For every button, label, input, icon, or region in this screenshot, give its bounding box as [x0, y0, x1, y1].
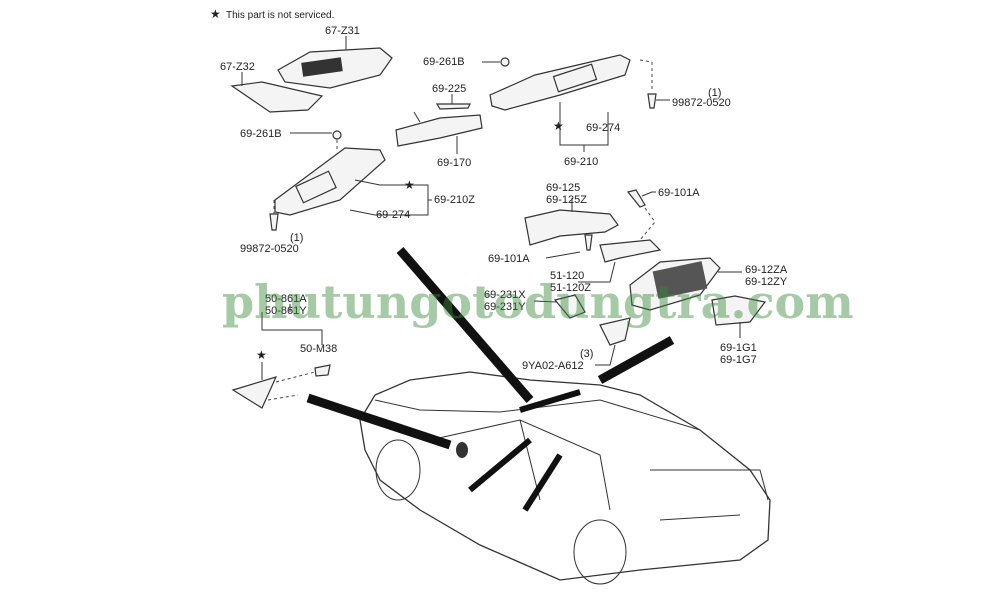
- label-69-12zy: 69-12ZY: [745, 276, 788, 288]
- label-69-261b-top: 69-261B: [423, 56, 465, 68]
- label-50-861y: 50-861Y: [265, 305, 307, 317]
- label-50-m38: 50-M38: [300, 343, 337, 355]
- label-69-210: 69-210: [564, 156, 598, 168]
- star-icon: ★: [553, 119, 564, 133]
- console-lamp-part: [230, 81, 324, 113]
- label-9ya02-a612: 9YA02-A612: [522, 360, 584, 372]
- label-99872-0520-left: 99872-0520: [240, 243, 299, 255]
- star-icon: ★: [256, 348, 267, 362]
- label-69-274-left: 69-274: [376, 209, 410, 221]
- label-67-z32: 67-Z32: [220, 61, 255, 73]
- triangle-garnish-part: [231, 376, 278, 409]
- console-lens: [301, 57, 343, 77]
- label-qty-9ya02: (3): [580, 348, 593, 360]
- label-69-261b-left: 69-261B: [240, 128, 282, 140]
- label-51-120: 51-120: [550, 270, 584, 282]
- rearview-mirror-part: [395, 114, 483, 147]
- mirror-glass-part: [711, 295, 767, 326]
- label-69-231y: 69-231Y: [484, 301, 526, 313]
- label-69-101a-left: 69-101A: [488, 253, 530, 265]
- label-67-z31: 67-Z31: [325, 25, 360, 37]
- side-turn-lamp-part: [553, 294, 586, 319]
- watermark: phutungotodungtra.com: [222, 275, 854, 329]
- label-69-274-right: 69-274: [586, 122, 620, 134]
- label-51-120z: 51-120Z: [550, 282, 591, 294]
- label-69-1g1: 69-1G1: [720, 342, 757, 354]
- mirror-garnish-part: [524, 209, 619, 246]
- label-69-125: 69-125: [546, 182, 580, 194]
- not-serviced-note: This part is not serviced.: [226, 10, 334, 21]
- mirror-bracket-part: [599, 239, 662, 263]
- label-69-12za: 69-12ZA: [745, 264, 788, 276]
- label-69-210z: 69-210Z: [434, 194, 475, 206]
- label-69-101a-top: 69-101A: [658, 187, 700, 199]
- car-body: [359, 371, 771, 585]
- label-69-231x: 69-231X: [484, 289, 526, 301]
- star-icon: ★: [404, 178, 415, 192]
- label-qty-left: (1): [290, 232, 303, 244]
- label-50-861a: 50-861A: [265, 293, 307, 305]
- label-69-170: 69-170: [437, 157, 471, 169]
- star-icon: ★: [210, 7, 221, 21]
- label-69-225: 69-225: [432, 83, 466, 95]
- label-69-125z: 69-125Z: [546, 194, 587, 206]
- label-qty-right: (1): [708, 87, 721, 99]
- label-99872-0520-right: 99872-0520: [672, 97, 731, 109]
- label-69-1g7: 69-1G7: [720, 354, 757, 366]
